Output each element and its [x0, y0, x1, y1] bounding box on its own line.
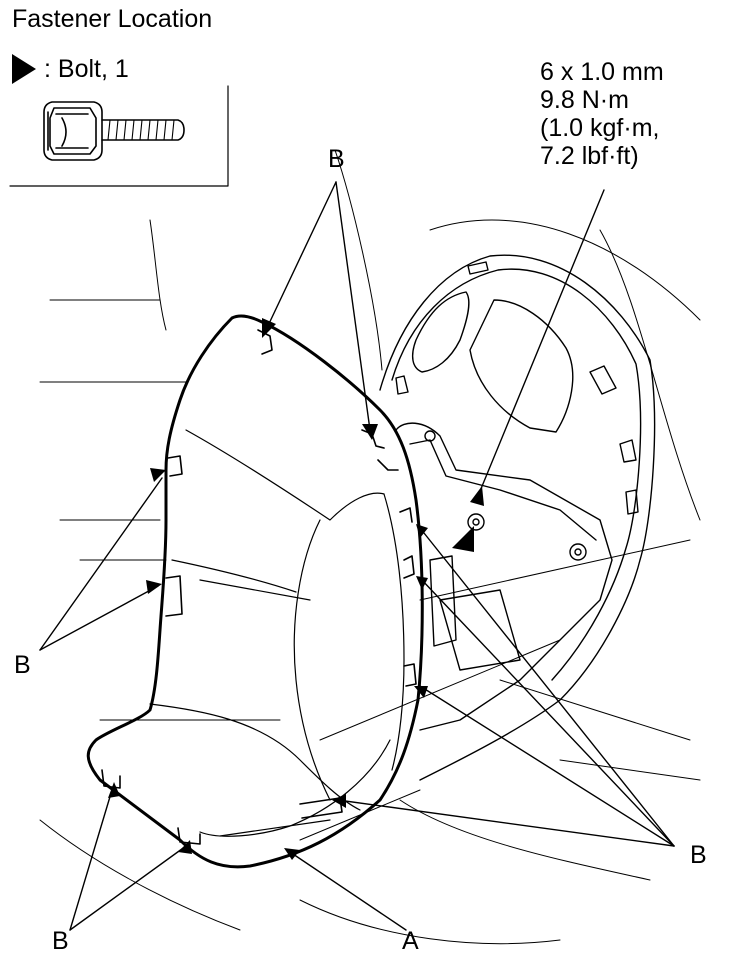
torque-spec-line-2: 9.8 N·m — [540, 86, 629, 114]
clip-b — [167, 455, 183, 477]
mounting-bracket — [395, 422, 613, 731]
callout-a: A — [402, 927, 419, 955]
bolt-icon — [43, 101, 185, 161]
body-structure — [39, 149, 701, 945]
legend-label: : Bolt, 1 — [44, 55, 129, 83]
torque-spec: 6 x 1.0 mm 9.8 N·m (1.0 kgf·m, 7.2 lbf·f… — [540, 58, 664, 170]
torque-spec-line-3: (1.0 kgf·m, — [540, 114, 660, 142]
clip-b — [403, 555, 415, 579]
clip-b — [165, 575, 183, 617]
torque-spec-line-4: 7.2 lbf·ft) — [540, 142, 639, 170]
callout-b-bottom: B — [52, 927, 69, 955]
dashboard-side-panel — [379, 254, 656, 781]
trim-panel-a — [86, 314, 424, 869]
callout-b-right: B — [690, 841, 707, 869]
clip-b — [377, 459, 399, 471]
clip-b — [399, 507, 413, 523]
legend-frame — [9, 85, 229, 187]
arrow-heads — [108, 318, 484, 860]
page-title: Fastener Location — [12, 5, 213, 33]
triangle-marker-icon — [12, 54, 36, 84]
callout-b-left: B — [14, 651, 31, 679]
clip-b — [403, 663, 417, 687]
bolt-marker-triangle — [452, 526, 474, 552]
leader-lines — [39, 181, 675, 931]
clip-b — [101, 769, 121, 789]
bolt-hole — [467, 513, 485, 531]
torque-spec-line-1: 6 x 1.0 mm — [540, 58, 664, 86]
